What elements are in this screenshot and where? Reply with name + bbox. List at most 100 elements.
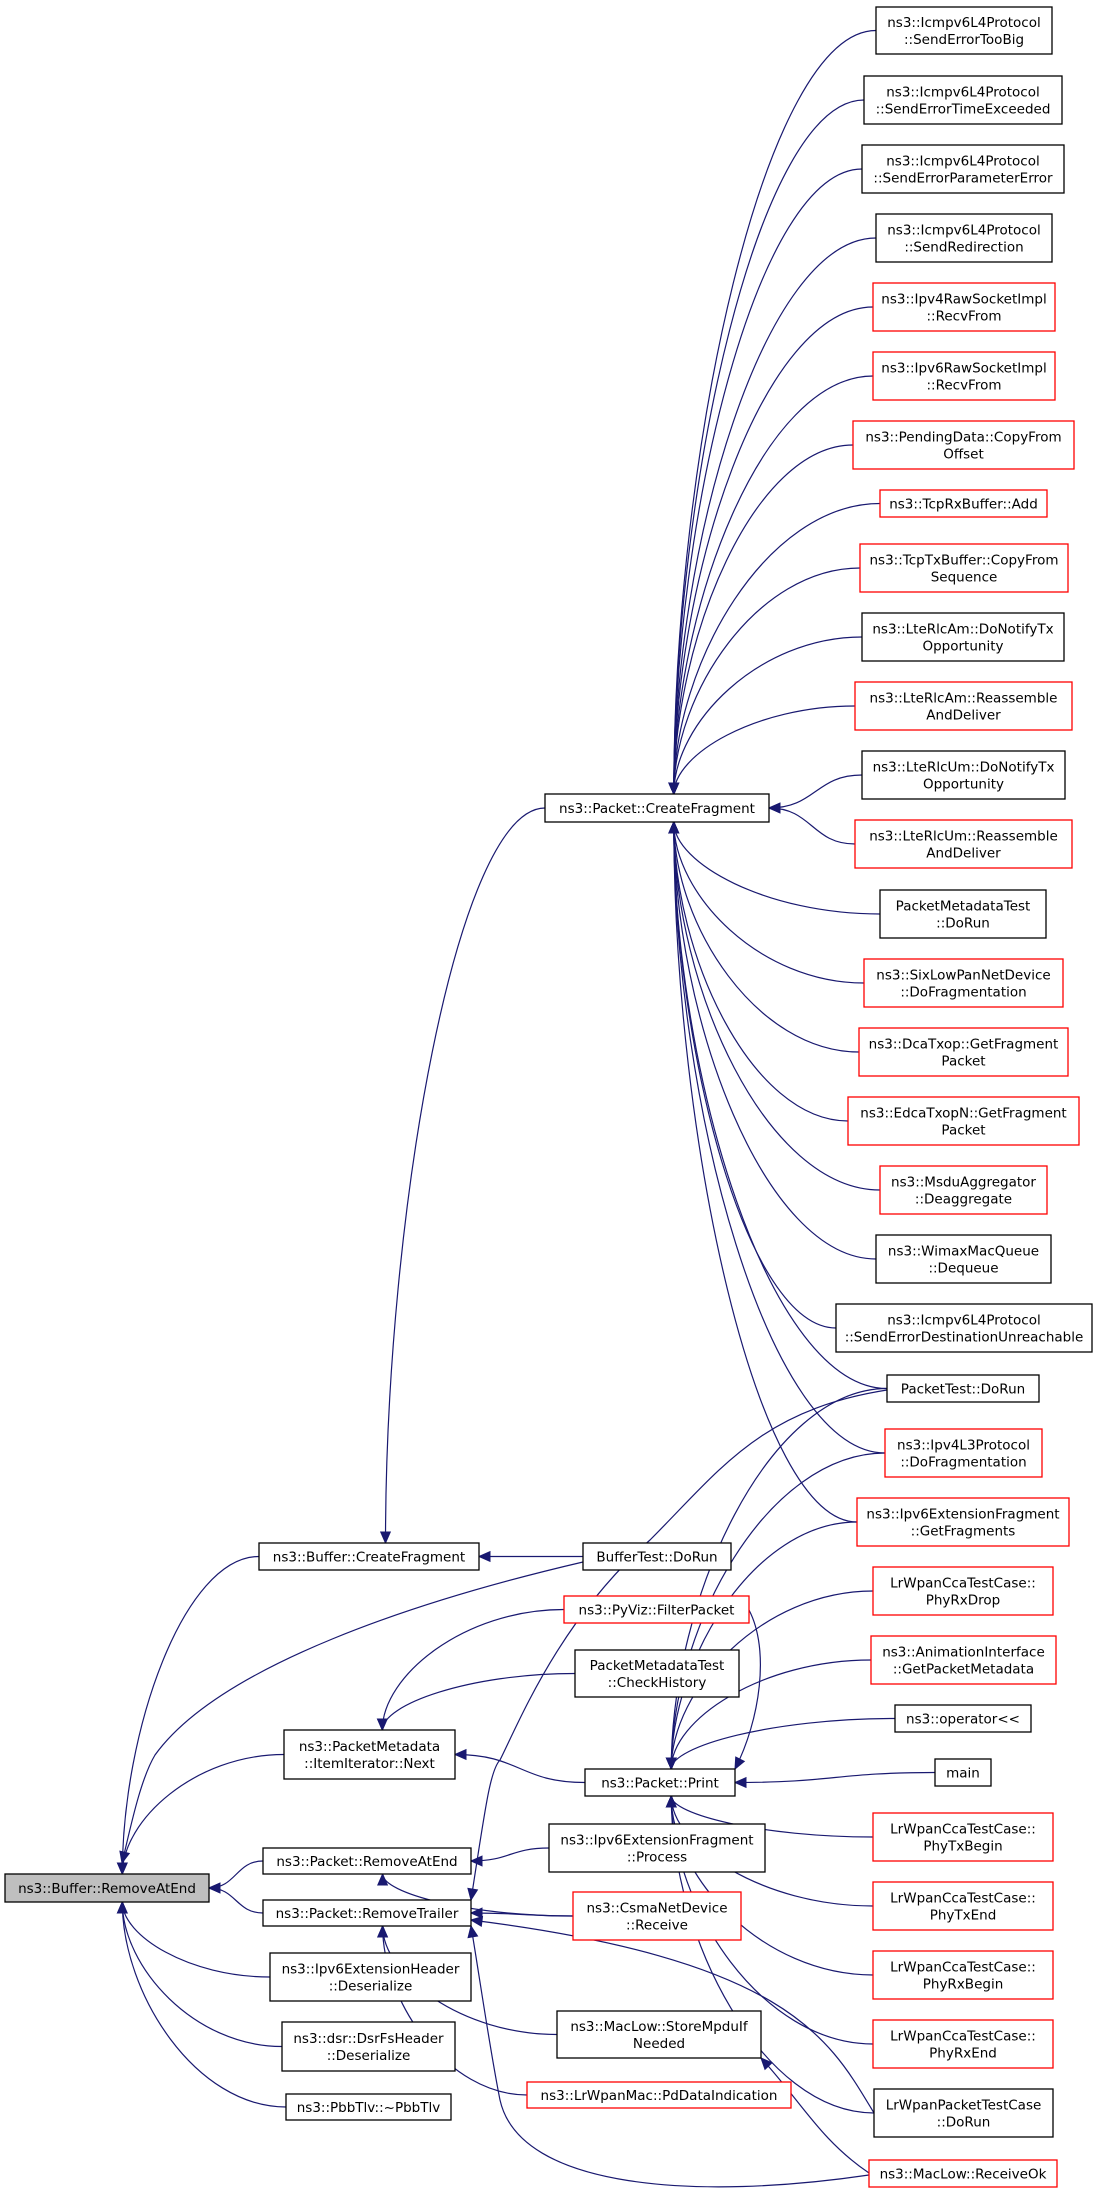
node-pm_next[interactable]: ns3::PacketMetadata::ItemIterator::Next xyxy=(283,1729,456,1780)
node-box[interactable] xyxy=(262,1847,472,1875)
node-box[interactable] xyxy=(262,1899,472,1927)
node-lrwpan_pkt[interactable]: LrWpanPacketTestCase::DoRun xyxy=(873,2088,1054,2138)
node-sixlow[interactable]: ns3::SixLowPanNetDevice::DoFragmentation xyxy=(863,958,1064,1008)
node-box[interactable] xyxy=(269,1952,472,2002)
node-cca_rxbegin[interactable]: LrWpanCcaTestCase::PhyRxBegin xyxy=(872,1950,1054,2000)
node-box[interactable] xyxy=(584,1768,736,1797)
node-box[interactable] xyxy=(526,2081,792,2109)
node-box[interactable] xyxy=(283,1729,456,1780)
node-cca_txbegin[interactable]: LrWpanCcaTestCase::PhyTxBegin xyxy=(872,1812,1054,1862)
node-ipv6ef_gf[interactable]: ns3::Ipv6ExtensionFragment::GetFragments xyxy=(856,1497,1070,1547)
node-anim[interactable]: ns3::AnimationInterface::GetPacketMetada… xyxy=(870,1635,1057,1685)
node-box[interactable] xyxy=(872,1950,1054,2000)
node-wimax[interactable]: ns3::WimaxMacQueue::Dequeue xyxy=(875,1234,1052,1284)
node-box[interactable] xyxy=(872,2019,1054,2069)
node-pkt_rae[interactable]: ns3::Packet::RemoveAtEnd xyxy=(262,1847,472,1875)
node-box[interactable] xyxy=(879,1165,1048,1215)
node-box[interactable] xyxy=(544,793,770,823)
node-box[interactable] xyxy=(847,1096,1080,1146)
node-box[interactable] xyxy=(861,750,1066,800)
node-box[interactable] xyxy=(875,213,1053,263)
node-main[interactable]: main xyxy=(934,1758,992,1787)
node-pkt_rt[interactable]: ns3::Packet::RemoveTrailer xyxy=(262,1899,472,1927)
node-buf_cf[interactable]: ns3::Buffer::CreateFragment xyxy=(258,1542,480,1571)
node-ipv4l3[interactable]: ns3::Ipv4L3Protocol::DoFragmentation xyxy=(884,1428,1043,1478)
node-icmp_te[interactable]: ns3::Icmpv6L4Protocol::SendErrorTimeExce… xyxy=(863,75,1063,125)
node-box[interactable] xyxy=(884,1428,1043,1478)
node-box[interactable] xyxy=(859,543,1069,593)
node-pmtest_dr[interactable]: PacketMetadataTest::DoRun xyxy=(879,889,1047,939)
node-msdu[interactable]: ns3::MsduAggregator::Deaggregate xyxy=(879,1165,1048,1215)
node-box[interactable] xyxy=(894,1704,1032,1733)
node-icmp_big[interactable]: ns3::Icmpv6L4Protocol::SendErrorTooBig xyxy=(875,6,1053,55)
node-cca_rxdrop[interactable]: LrWpanCcaTestCase::PhyRxDrop xyxy=(872,1566,1054,1616)
node-box[interactable] xyxy=(861,144,1065,194)
node-box[interactable] xyxy=(4,1873,210,1903)
node-box[interactable] xyxy=(872,351,1056,401)
node-icmp_red[interactable]: ns3::Icmpv6L4Protocol::SendRedirection xyxy=(875,213,1053,263)
node-box[interactable] xyxy=(258,1542,480,1571)
node-box[interactable] xyxy=(854,681,1073,731)
node-box[interactable] xyxy=(582,1542,732,1571)
node-box[interactable] xyxy=(574,1649,740,1698)
node-ipv6ef_proc[interactable]: ns3::Ipv6ExtensionFragment::Process xyxy=(548,1823,766,1873)
node-box[interactable] xyxy=(285,2093,452,2121)
node-box[interactable] xyxy=(875,6,1053,55)
node-cca_txend[interactable]: LrWpanCcaTestCase::PhyTxEnd xyxy=(872,1881,1054,1931)
node-box[interactable] xyxy=(854,819,1073,869)
node-icmp_du[interactable]: ns3::Icmpv6L4Protocol::SendErrorDestinat… xyxy=(835,1303,1093,1353)
node-maclow_ro[interactable]: ns3::MacLow::ReceiveOk xyxy=(868,2159,1058,2188)
node-box[interactable] xyxy=(870,1635,1057,1685)
node-box[interactable] xyxy=(872,1812,1054,1862)
node-ipv4raw[interactable]: ns3::Ipv4RawSocketImpl::RecvFrom xyxy=(872,282,1056,332)
node-box[interactable] xyxy=(572,1891,742,1941)
node-box[interactable] xyxy=(856,1497,1070,1547)
node-box[interactable] xyxy=(886,1374,1040,1403)
node-pyviz[interactable]: ns3::PyViz::FilterPacket xyxy=(563,1595,750,1624)
node-box[interactable] xyxy=(873,2088,1054,2138)
node-box[interactable] xyxy=(875,1234,1052,1284)
node-box[interactable] xyxy=(934,1758,992,1787)
node-box[interactable] xyxy=(858,1027,1069,1077)
node-box[interactable] xyxy=(556,2010,762,2059)
node-pmtest_ch[interactable]: PacketMetadataTest::CheckHistory xyxy=(574,1649,740,1698)
node-icmp_pe[interactable]: ns3::Icmpv6L4Protocol::SendErrorParamete… xyxy=(861,144,1065,194)
node-lrwpan_pd[interactable]: ns3::LrWpanMac::PdDataIndication xyxy=(526,2081,792,2109)
node-buftest[interactable]: BufferTest::DoRun xyxy=(582,1542,732,1571)
node-box[interactable] xyxy=(872,1881,1054,1931)
node-root[interactable]: ns3::Buffer::RemoveAtEnd xyxy=(4,1873,210,1903)
node-box[interactable] xyxy=(872,282,1056,332)
node-tcprx[interactable]: ns3::TcpRxBuffer::Add xyxy=(879,489,1048,518)
node-box[interactable] xyxy=(281,2021,456,2072)
node-pkt_print[interactable]: ns3::Packet::Print xyxy=(584,1768,736,1797)
node-pbb[interactable]: ns3::PbbTlv::~PbbTlv xyxy=(285,2093,452,2121)
node-ipv6eh[interactable]: ns3::Ipv6ExtensionHeader::Deserialize xyxy=(269,1952,472,2002)
node-pkttest[interactable]: PacketTest::DoRun xyxy=(886,1374,1040,1403)
node-box[interactable] xyxy=(879,489,1048,518)
node-box[interactable] xyxy=(548,1823,766,1873)
node-box[interactable] xyxy=(563,1595,750,1624)
node-box[interactable] xyxy=(879,889,1047,939)
node-box[interactable] xyxy=(863,75,1063,125)
node-op[interactable]: ns3::operator<< xyxy=(894,1704,1032,1733)
node-ipv6raw[interactable]: ns3::Ipv6RawSocketImpl::RecvFrom xyxy=(872,351,1056,401)
node-csma[interactable]: ns3::CsmaNetDevice::Receive xyxy=(572,1891,742,1941)
node-box[interactable] xyxy=(868,2159,1058,2188)
node-box[interactable] xyxy=(861,612,1065,662)
node-cca_rxend[interactable]: LrWpanCcaTestCase::PhyRxEnd xyxy=(872,2019,1054,2069)
node-box[interactable] xyxy=(852,420,1075,470)
node-dsr[interactable]: ns3::dsr::DsrFsHeader::Deserialize xyxy=(281,2021,456,2072)
node-pkt_cf[interactable]: ns3::Packet::CreateFragment xyxy=(544,793,770,823)
node-box[interactable] xyxy=(872,1566,1054,1616)
node-box[interactable] xyxy=(835,1303,1093,1353)
node-box[interactable] xyxy=(863,958,1064,1008)
